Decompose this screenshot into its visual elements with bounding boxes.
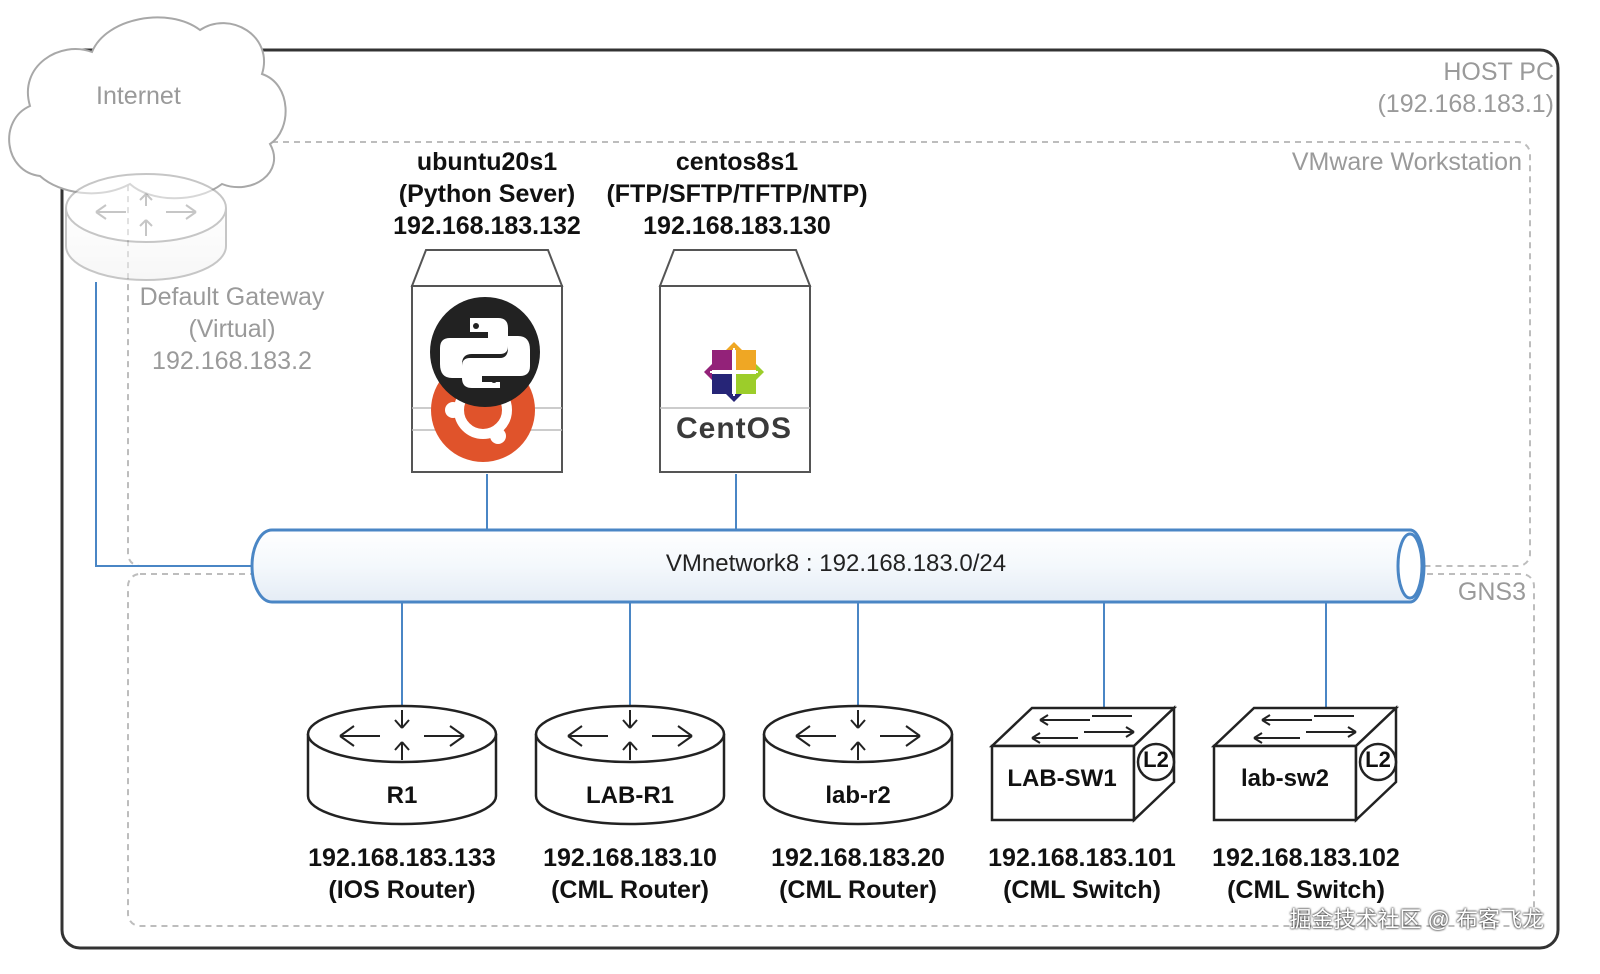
centos-server-ip: 192.168.183.130 bbox=[643, 212, 831, 240]
device-role-lab-r1: (CML Router) bbox=[551, 876, 709, 904]
ubuntu-server-ip: 192.168.183.132 bbox=[393, 212, 581, 240]
device-name-r1: R1 bbox=[386, 782, 418, 809]
host-pc-title: HOST PC bbox=[1443, 58, 1554, 86]
router-lab-r1-icon bbox=[534, 704, 726, 826]
device-name-lab-r1: LAB-R1 bbox=[586, 782, 674, 809]
l2-badge-icon bbox=[1358, 742, 1398, 782]
internet-label: Internet bbox=[96, 82, 181, 110]
device-ip-lab-r1: 192.168.183.10 bbox=[543, 844, 717, 872]
l2-badge-sw2: L2 bbox=[1365, 747, 1391, 772]
l2-badge-sw1: L2 bbox=[1143, 747, 1169, 772]
vmware-zone bbox=[127, 141, 1531, 567]
ubuntu-server-role: (Python Sever) bbox=[398, 180, 576, 208]
ubuntu-server-icon bbox=[410, 249, 564, 473]
host-pc-zone bbox=[60, 48, 1560, 950]
network-label: VMnetwork8 : 192.168.183.0/24 bbox=[665, 550, 1007, 577]
device-ip-lab-sw1: 192.168.183.101 bbox=[988, 844, 1176, 872]
gateway-router-icon bbox=[65, 173, 227, 281]
l2-badge-icon bbox=[1136, 742, 1176, 782]
gateway-ip: 192.168.183.2 bbox=[152, 347, 312, 375]
link-lines bbox=[95, 282, 1327, 712]
device-name-lab-sw2: lab-sw2 bbox=[1240, 765, 1330, 792]
router-lab-r2-icon bbox=[762, 704, 954, 826]
switch-lab-sw2-icon bbox=[1210, 705, 1400, 823]
switch-lab-sw1-icon bbox=[988, 705, 1178, 823]
centos-logo-text: CentOS bbox=[675, 412, 793, 445]
host-pc-ip: (192.168.183.1) bbox=[1377, 90, 1554, 118]
vmnetwork-pipe bbox=[250, 528, 1426, 604]
device-ip-r1: 192.168.183.133 bbox=[308, 844, 496, 872]
gns3-title: GNS3 bbox=[1457, 578, 1526, 606]
ubuntu-server-name: ubuntu20s1 bbox=[416, 148, 558, 176]
centos-server-icon bbox=[658, 249, 812, 473]
watermark: 掘金技术社区 @ 布客飞龙 bbox=[1289, 907, 1544, 932]
gns3-zone bbox=[127, 573, 1535, 927]
device-name-lab-sw1: LAB-SW1 bbox=[1007, 765, 1117, 792]
device-role-lab-sw2: (CML Switch) bbox=[1227, 876, 1385, 904]
device-name-lab-r2: lab-r2 bbox=[825, 782, 891, 809]
vmware-title: VMware Workstation bbox=[1291, 148, 1522, 176]
centos-server-role: (FTP/SFTP/TFTP/NTP) bbox=[606, 180, 868, 208]
router-r1-icon bbox=[306, 704, 498, 826]
gateway-line1: Default Gateway bbox=[139, 283, 325, 311]
centos-server-name: centos8s1 bbox=[675, 148, 799, 176]
device-role-lab-r2: (CML Router) bbox=[779, 876, 937, 904]
device-role-lab-sw1: (CML Switch) bbox=[1003, 876, 1161, 904]
device-ip-lab-r2: 192.168.183.20 bbox=[771, 844, 945, 872]
device-role-r1: (IOS Router) bbox=[328, 876, 476, 904]
device-ip-lab-sw2: 192.168.183.102 bbox=[1212, 844, 1400, 872]
gateway-link bbox=[95, 282, 256, 567]
gateway-line2: (Virtual) bbox=[188, 315, 276, 343]
centos-logo-icon bbox=[704, 342, 764, 402]
